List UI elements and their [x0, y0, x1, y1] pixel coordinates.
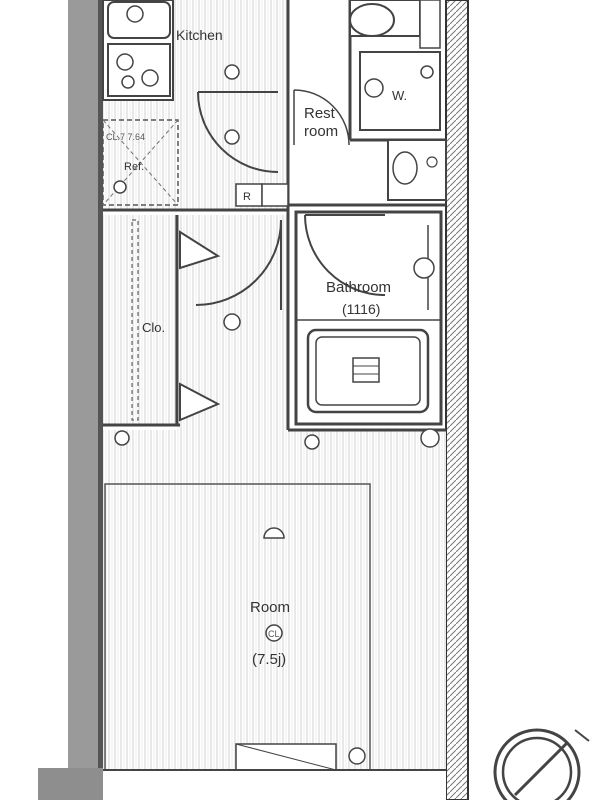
outlet-icon	[420, 65, 434, 79]
hall-door-swing	[195, 219, 282, 310]
sink	[107, 1, 171, 39]
kitchen-label: Kitchen	[176, 27, 223, 43]
toilet-bowl	[349, 3, 395, 37]
outlet-icon	[420, 428, 440, 448]
stove	[107, 43, 171, 97]
outlet-icon	[348, 747, 366, 765]
outlet-icon	[114, 430, 130, 446]
washer-space	[359, 51, 441, 131]
outlet-icon	[224, 129, 240, 145]
rest-room-label: room	[304, 123, 338, 140]
ceiling-light-icon	[263, 527, 285, 539]
bathroom-label: Bathroom	[326, 279, 391, 296]
restroom-door-swing	[293, 89, 350, 146]
outlet-icon	[265, 624, 283, 642]
washer-drain	[364, 78, 384, 98]
bathtub	[306, 328, 430, 414]
north-arrow-icon	[493, 728, 590, 800]
bathtub-inner	[315, 336, 421, 406]
room-size-label: (7.5j)	[252, 651, 286, 668]
outlet-icon	[304, 434, 320, 450]
closet-door	[179, 382, 221, 422]
outlet-icon	[113, 180, 127, 194]
left-outer-wall	[68, 0, 102, 800]
burner	[116, 53, 134, 71]
recess-box	[261, 183, 289, 207]
bath-drain	[352, 357, 380, 383]
basin-bowl	[392, 151, 418, 185]
bathroom-size-label: (1116)	[342, 301, 380, 317]
left-wall-inner-edge	[98, 0, 103, 800]
ceiling-note: CL.7 7.64	[106, 132, 145, 142]
room-label: Room	[250, 599, 290, 616]
closet-floor	[103, 215, 177, 425]
closet-label: Clo.	[142, 320, 165, 335]
kitchen-door-swing	[197, 91, 279, 173]
closet-door	[179, 230, 221, 270]
recess-label: R	[243, 191, 251, 203]
outlet-icon	[223, 313, 241, 331]
sink-drain	[126, 5, 144, 23]
bottom-sill	[103, 770, 446, 800]
washer-label: W.	[392, 88, 407, 103]
burner	[121, 75, 135, 89]
shower-mount	[413, 257, 435, 279]
room-ceiling-label: CL	[268, 629, 280, 639]
closet-rail	[131, 219, 139, 421]
room-carpet-area	[104, 483, 371, 771]
outlet-icon	[426, 156, 438, 168]
bottom-left-pillar	[38, 768, 108, 800]
shelf	[419, 0, 441, 49]
rest-room-label: Rest	[304, 105, 336, 122]
outlet-icon	[224, 64, 240, 80]
bathroom-door-swing	[304, 214, 386, 296]
refrigerator-label: Ref.	[124, 161, 144, 173]
right-outer-wall	[445, 0, 469, 800]
burner	[141, 69, 159, 87]
